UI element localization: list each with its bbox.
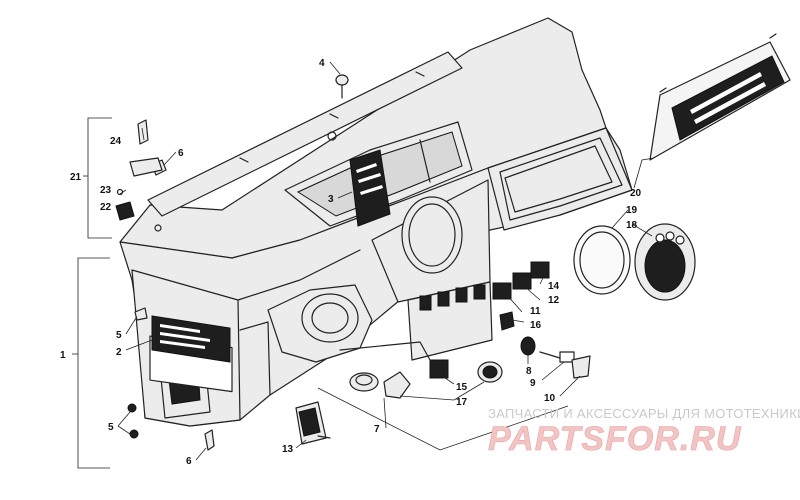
callout-3: 3 xyxy=(328,194,334,205)
callout-13: 13 xyxy=(282,444,294,455)
callout-11: 11 xyxy=(530,306,541,317)
callout-21: 21 xyxy=(70,172,82,183)
callout-6a: 6 xyxy=(178,148,184,159)
callout-19: 19 xyxy=(626,205,638,216)
watermark-subtitle: ЗАПЧАСТИ И АКСЕССУАРЫ ДЛЯ МОТОТЕХНИКИ xyxy=(488,406,800,421)
dash-panel xyxy=(119,17,633,427)
callout-20: 20 xyxy=(630,188,642,199)
ignition-parts xyxy=(520,336,591,379)
watermark: ЗАПЧАСТИ И АКСЕССУАРЫ ДЛЯ МОТОТЕХНИКИ PA… xyxy=(488,406,800,458)
callout-24: 24 xyxy=(110,136,122,147)
callout-1: 1 xyxy=(60,350,66,361)
callout-4: 4 xyxy=(319,58,325,69)
callout-5b: 5 xyxy=(108,422,114,433)
bracket-7 xyxy=(317,387,569,451)
leader-lines xyxy=(72,61,655,461)
callout-labels: 1 2 3 4 5 5 6 6 7 8 9 10 11 12 13 14 15 … xyxy=(60,58,642,467)
callout-10: 10 xyxy=(544,393,556,404)
speedometer-gauge-part xyxy=(634,223,696,301)
callout-18: 18 xyxy=(626,220,638,231)
callout-17: 17 xyxy=(456,397,468,408)
callout-2: 2 xyxy=(116,347,122,358)
power-outlet-parts xyxy=(349,359,503,399)
bracket-1 xyxy=(77,257,110,469)
callout-14: 14 xyxy=(548,281,560,292)
callout-22: 22 xyxy=(100,202,112,213)
rocker-switch-part xyxy=(295,401,331,445)
callout-6b: 6 xyxy=(186,456,192,467)
callout-16: 16 xyxy=(530,320,542,331)
callout-15: 15 xyxy=(456,382,468,393)
callout-8: 8 xyxy=(526,366,532,377)
glovebox-door-part xyxy=(649,33,791,161)
callout-23: 23 xyxy=(100,185,112,196)
gauge-bezel-part xyxy=(573,225,631,295)
callout-5a: 5 xyxy=(116,330,122,341)
watermark-logo: PARTSFOR.RU xyxy=(488,420,742,458)
callout-12: 12 xyxy=(548,295,560,306)
bracket-21 xyxy=(87,117,112,239)
callout-9: 9 xyxy=(530,378,536,389)
callout-7: 7 xyxy=(374,424,380,435)
